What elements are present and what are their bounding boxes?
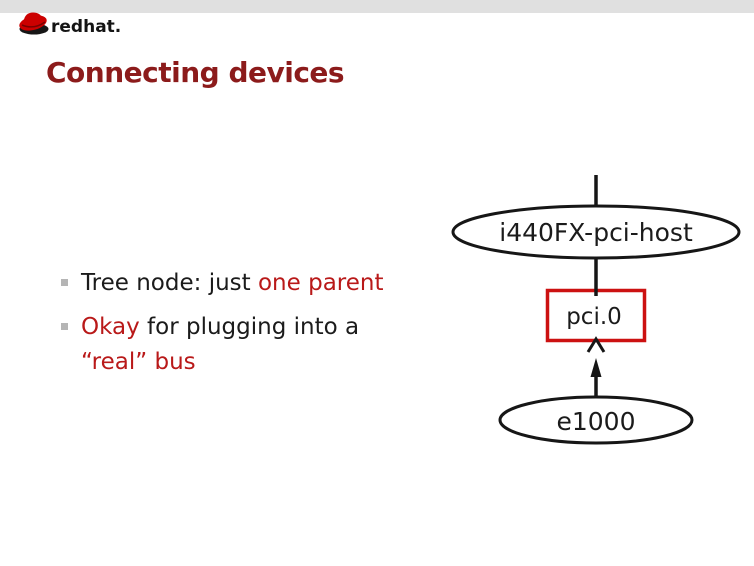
device-node-label: e1000 <box>556 407 635 436</box>
bullet-square-icon <box>61 279 68 286</box>
bullet-text: Tree node: just one parent <box>81 266 413 301</box>
top-gray-bar <box>0 0 754 13</box>
slide-title: Connecting devices <box>46 56 345 89</box>
redhat-logo: redhat. <box>19 12 121 37</box>
bullet2-red-segment: Okay <box>81 314 140 340</box>
bullet-item-tree-node: Tree node: just one parent <box>61 266 413 301</box>
bullet-text: Okay for plugging into a “real” bus <box>81 310 413 380</box>
node-e1000 <box>498 395 694 445</box>
bullet2-line2-red-segment: “real” bus <box>81 349 196 375</box>
redhat-wordmark: redhat. <box>51 17 121 37</box>
redhat-fedora-icon <box>19 12 49 35</box>
host-node-label: i440FX-pci-host <box>499 218 693 247</box>
arrowhead-up-icon <box>590 358 602 377</box>
wordmark-hat: hat. <box>83 17 121 37</box>
wordmark-red: red <box>51 17 83 37</box>
device-tree-diagram: i440FX-pci-host pci.0 e1000 <box>451 175 741 445</box>
bullet-list: Tree node: just one parent Okay for plug… <box>61 266 413 380</box>
bus-attach-caret-icon <box>586 336 606 353</box>
bullet-square-icon <box>61 323 68 330</box>
bullet1-black-segment: Tree node: just <box>81 270 258 296</box>
bullet-item-okay-plugging: Okay for plugging into a “real” bus <box>61 310 413 380</box>
bullet1-red-segment: one parent <box>257 270 384 296</box>
bullet2-black-segment: for plugging into a <box>139 314 360 340</box>
bus-node-label: pci.0 <box>566 304 622 330</box>
